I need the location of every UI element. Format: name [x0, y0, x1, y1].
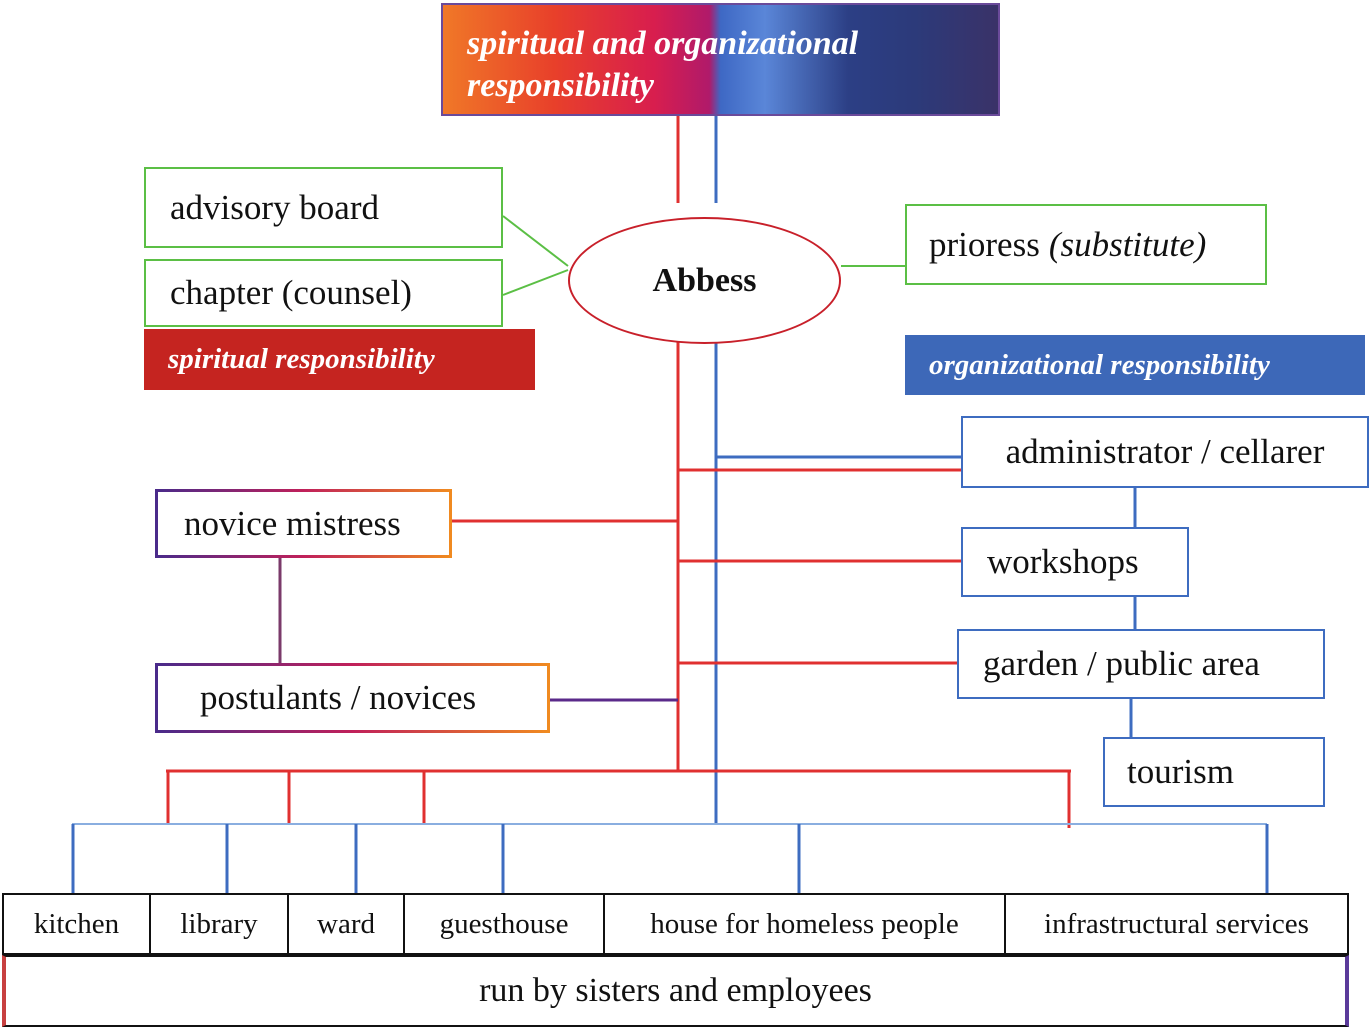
top-banner: spiritual and organizational responsibil…: [441, 3, 1000, 116]
kitchen-label: kitchen: [33, 907, 120, 940]
advisory-board-box: advisory board: [144, 167, 503, 248]
administrator-label: administrator / cellarer: [1005, 432, 1325, 471]
guesthouse-cell: guesthouse: [403, 893, 605, 955]
novice-mistress-label: novice mistress: [184, 503, 401, 543]
kitchen-cell: kitchen: [2, 893, 151, 955]
postulants-label: postulants / novices: [200, 678, 477, 717]
organizational-banner: organizational responsibility: [905, 335, 1365, 395]
garden-label: garden / public area: [983, 644, 1260, 683]
footer-bar: run by sisters and employees: [2, 955, 1349, 1027]
ward-label: ward: [317, 907, 375, 940]
footer-label: run by sisters and employees: [479, 972, 872, 1009]
abbess-node: Abbess: [568, 217, 841, 344]
prioress-label: prioress: [929, 224, 1040, 264]
administrator-box: administrator / cellarer: [961, 416, 1369, 488]
chapter-box: chapter (counsel): [144, 259, 503, 327]
tourism-label: tourism: [1127, 752, 1234, 791]
top-banner-text: spiritual and organizational responsibil…: [467, 25, 859, 104]
prioress-box: prioress (substitute): [905, 204, 1267, 285]
tourism-box: tourism: [1103, 737, 1325, 807]
infrastructural-cell: infrastructural services: [1004, 893, 1349, 955]
chapter-connector: [502, 269, 569, 296]
workshops-box: workshops: [961, 527, 1189, 597]
library-cell: library: [149, 893, 289, 955]
postulants-box: postulants / novices: [155, 663, 550, 733]
abbess-label: Abbess: [652, 261, 757, 299]
prioress-note: (substitute): [1048, 224, 1207, 264]
chapter-label: chapter (counsel): [170, 273, 412, 312]
infrastructural-label: infrastructural services: [1044, 907, 1309, 940]
novice-mistress-box: novice mistress: [155, 489, 452, 558]
spiritual-banner: spiritual responsibility: [144, 329, 535, 390]
garden-box: garden / public area: [957, 629, 1325, 699]
library-label: library: [180, 907, 258, 940]
house-homeless-label: house for homeless people: [650, 907, 959, 940]
ward-cell: ward: [287, 893, 405, 955]
guesthouse-label: guesthouse: [439, 907, 569, 940]
advisory-board-label: advisory board: [170, 187, 379, 227]
house-homeless-cell: house for homeless people: [603, 893, 1006, 955]
workshops-label: workshops: [987, 542, 1139, 581]
advisory-connector: [502, 215, 569, 267]
